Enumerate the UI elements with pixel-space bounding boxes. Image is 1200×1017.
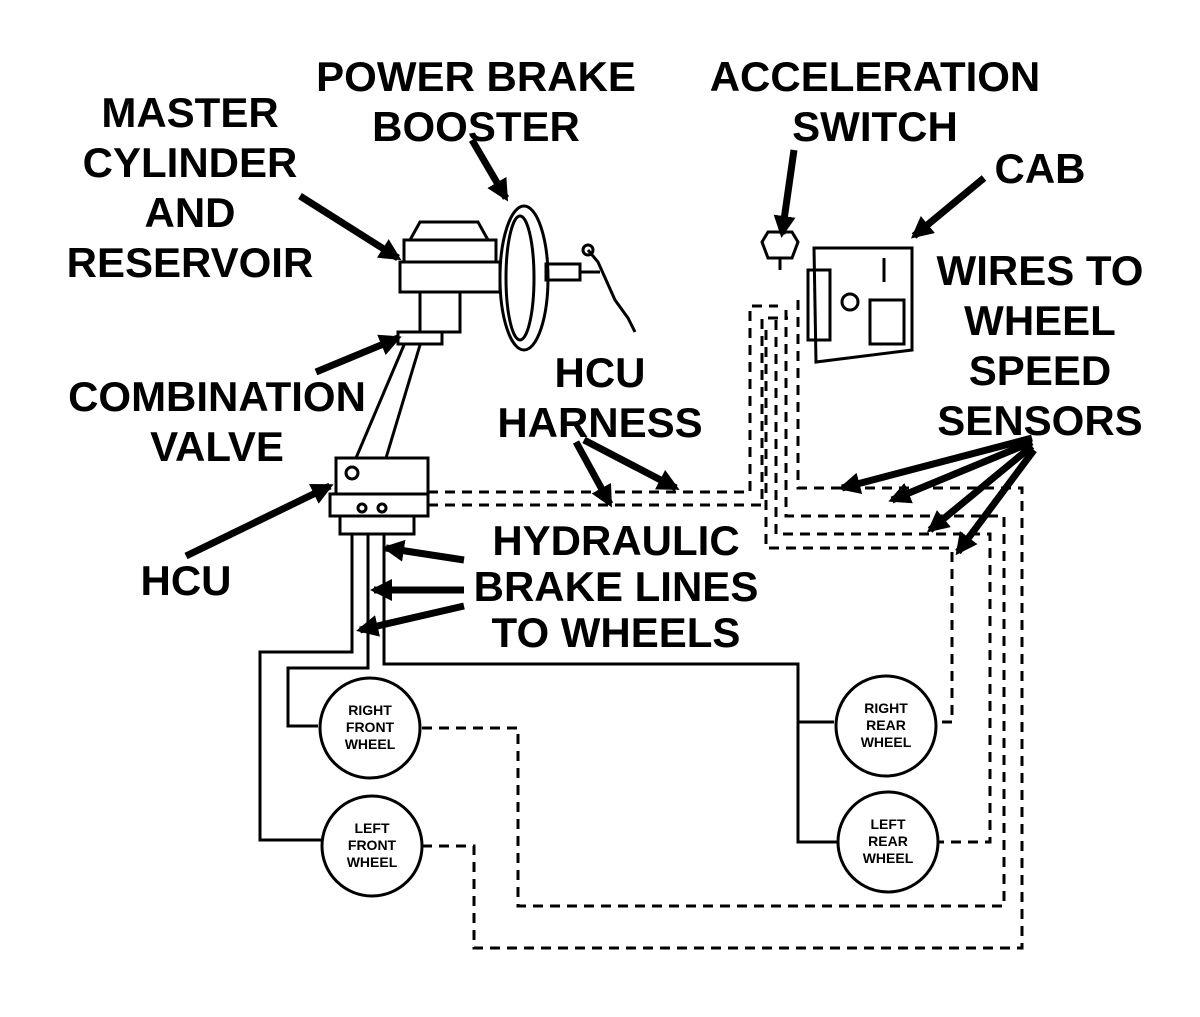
acceleration-switch-drawing [760, 230, 800, 270]
wheel-right-front-label: RIGHT FRONT WHEEL [344, 702, 396, 752]
label-cab: CAB [994, 145, 1086, 192]
master-cylinder-drawing [396, 220, 502, 346]
label-hcu-harness: HCU HARNESS [497, 349, 703, 446]
label-wires-to-sensors: WIRES TO WHEEL SPEED SENSORS [936, 247, 1144, 444]
label-hydraulic-lines: HYDRAULIC BRAKE LINES TO WHEELS [473, 517, 759, 656]
wiring-harness [420, 300, 1024, 950]
label-combination-valve: COMBINATION VALVE [68, 373, 366, 470]
label-arrows [184, 138, 1037, 637]
wheel-left-front-label: LEFT FRONT WHEEL [346, 820, 398, 870]
power-brake-booster-drawing [498, 204, 637, 352]
wheel-left-rear-label: LEFT REAR WHEEL [862, 816, 914, 866]
label-acceleration-switch: ACCELERATION SWITCH [709, 53, 1041, 150]
label-hcu: HCU [140, 557, 232, 604]
master-to-hcu-lines [354, 344, 422, 459]
cab-drawing [806, 246, 914, 364]
wheel-right-rear-label: RIGHT REAR WHEEL [860, 700, 912, 750]
label-power-brake-booster: POWER BRAKE BOOSTER [316, 53, 636, 150]
label-master-cylinder: MASTER CYLINDER AND RESERVOIR [66, 89, 314, 286]
